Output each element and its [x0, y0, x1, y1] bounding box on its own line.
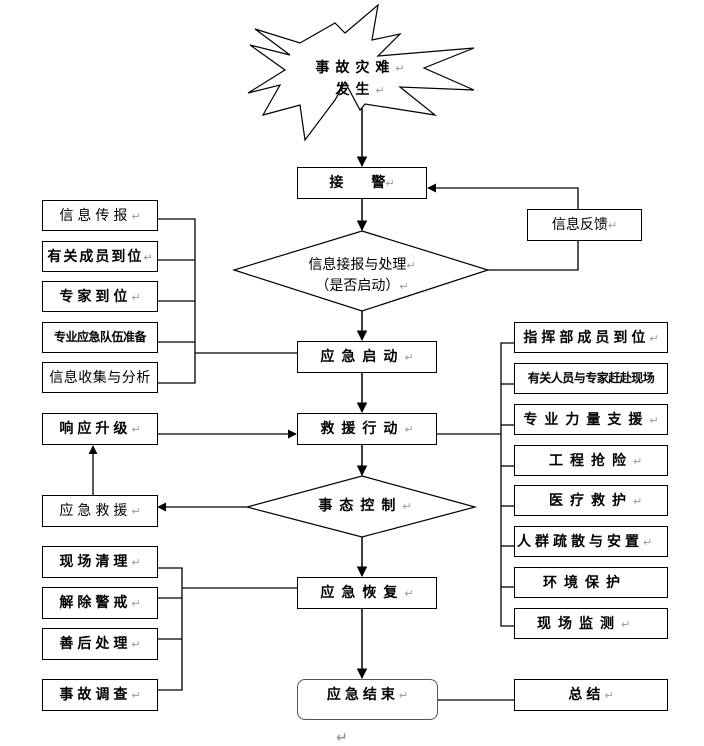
- recovery-task-investigation[interactable]: 事故调查↵: [42, 679, 158, 711]
- response-upgrade-box[interactable]: 响应升级↵: [42, 413, 158, 445]
- rescue-task-evacuation[interactable]: 人群疏散与安置↵: [514, 526, 668, 557]
- decision-info-text[interactable]: 信息接报与处理↵ （是否启动）↵: [308, 257, 416, 294]
- rescue-task-engineering[interactable]: 工程抢险↵: [514, 445, 668, 476]
- emergency-start-box[interactable]: 应急启动↵: [297, 341, 437, 373]
- emergency-rescue-box[interactable]: 应急救援↵: [42, 495, 158, 527]
- bracket-rescue-tasks: [500, 342, 515, 627]
- emergency-end-box[interactable]: 应急结束↵: [297, 679, 438, 720]
- rescue-task-medical[interactable]: 医疗救护↵: [514, 485, 668, 516]
- recovery-task-aftermath[interactable]: 善后处理↵: [42, 628, 158, 660]
- startup-task-members-arrive[interactable]: 有关成员到位↵: [42, 241, 158, 272]
- trailing-paragraph-mark: ↵: [336, 730, 348, 746]
- startup-task-experts-arrive[interactable]: 专家到位↵: [42, 281, 158, 312]
- arrow-feedback-to-receive: [427, 183, 579, 209]
- rescue-task-monitoring[interactable]: 现场监测↵: [514, 608, 668, 639]
- feedback-box[interactable]: 信息反馈↵: [527, 209, 642, 241]
- emergency-recovery-box[interactable]: 应急恢复↵: [297, 577, 437, 609]
- situation-control-text[interactable]: 事态控制↵: [318, 498, 412, 514]
- summary-box[interactable]: 总结↵: [514, 679, 668, 711]
- rescue-task-environment[interactable]: 环境保护: [514, 567, 668, 598]
- rescue-task-experts-to-site[interactable]: 有关人员与专家赶赴现场: [514, 363, 668, 394]
- bracket-recovery-tasks: [157, 567, 183, 691]
- recovery-task-lift-alert[interactable]: 解除警戒↵: [42, 587, 158, 619]
- start-explosion-shape: [247, 3, 475, 142]
- rescue-task-professional-support[interactable]: 专业力量支援↵: [514, 404, 668, 435]
- startup-task-team-prep[interactable]: 专业应急队伍准备: [42, 322, 158, 353]
- rescue-task-command-members[interactable]: 指挥部成员到位↵: [514, 322, 668, 353]
- recovery-task-site-cleanup[interactable]: 现场清理↵: [42, 546, 158, 578]
- startup-task-info-report[interactable]: 信息传报↵: [42, 200, 158, 231]
- receive-alarm-box[interactable]: 接 警↵: [297, 167, 427, 199]
- feedback-line: [488, 240, 579, 271]
- startup-task-info-collection[interactable]: 信息收集与分析: [42, 362, 158, 393]
- rescue-action-box[interactable]: 救援行动↵: [297, 413, 437, 445]
- start-event: 事故灾难↵ 发生↵: [315, 60, 405, 98]
